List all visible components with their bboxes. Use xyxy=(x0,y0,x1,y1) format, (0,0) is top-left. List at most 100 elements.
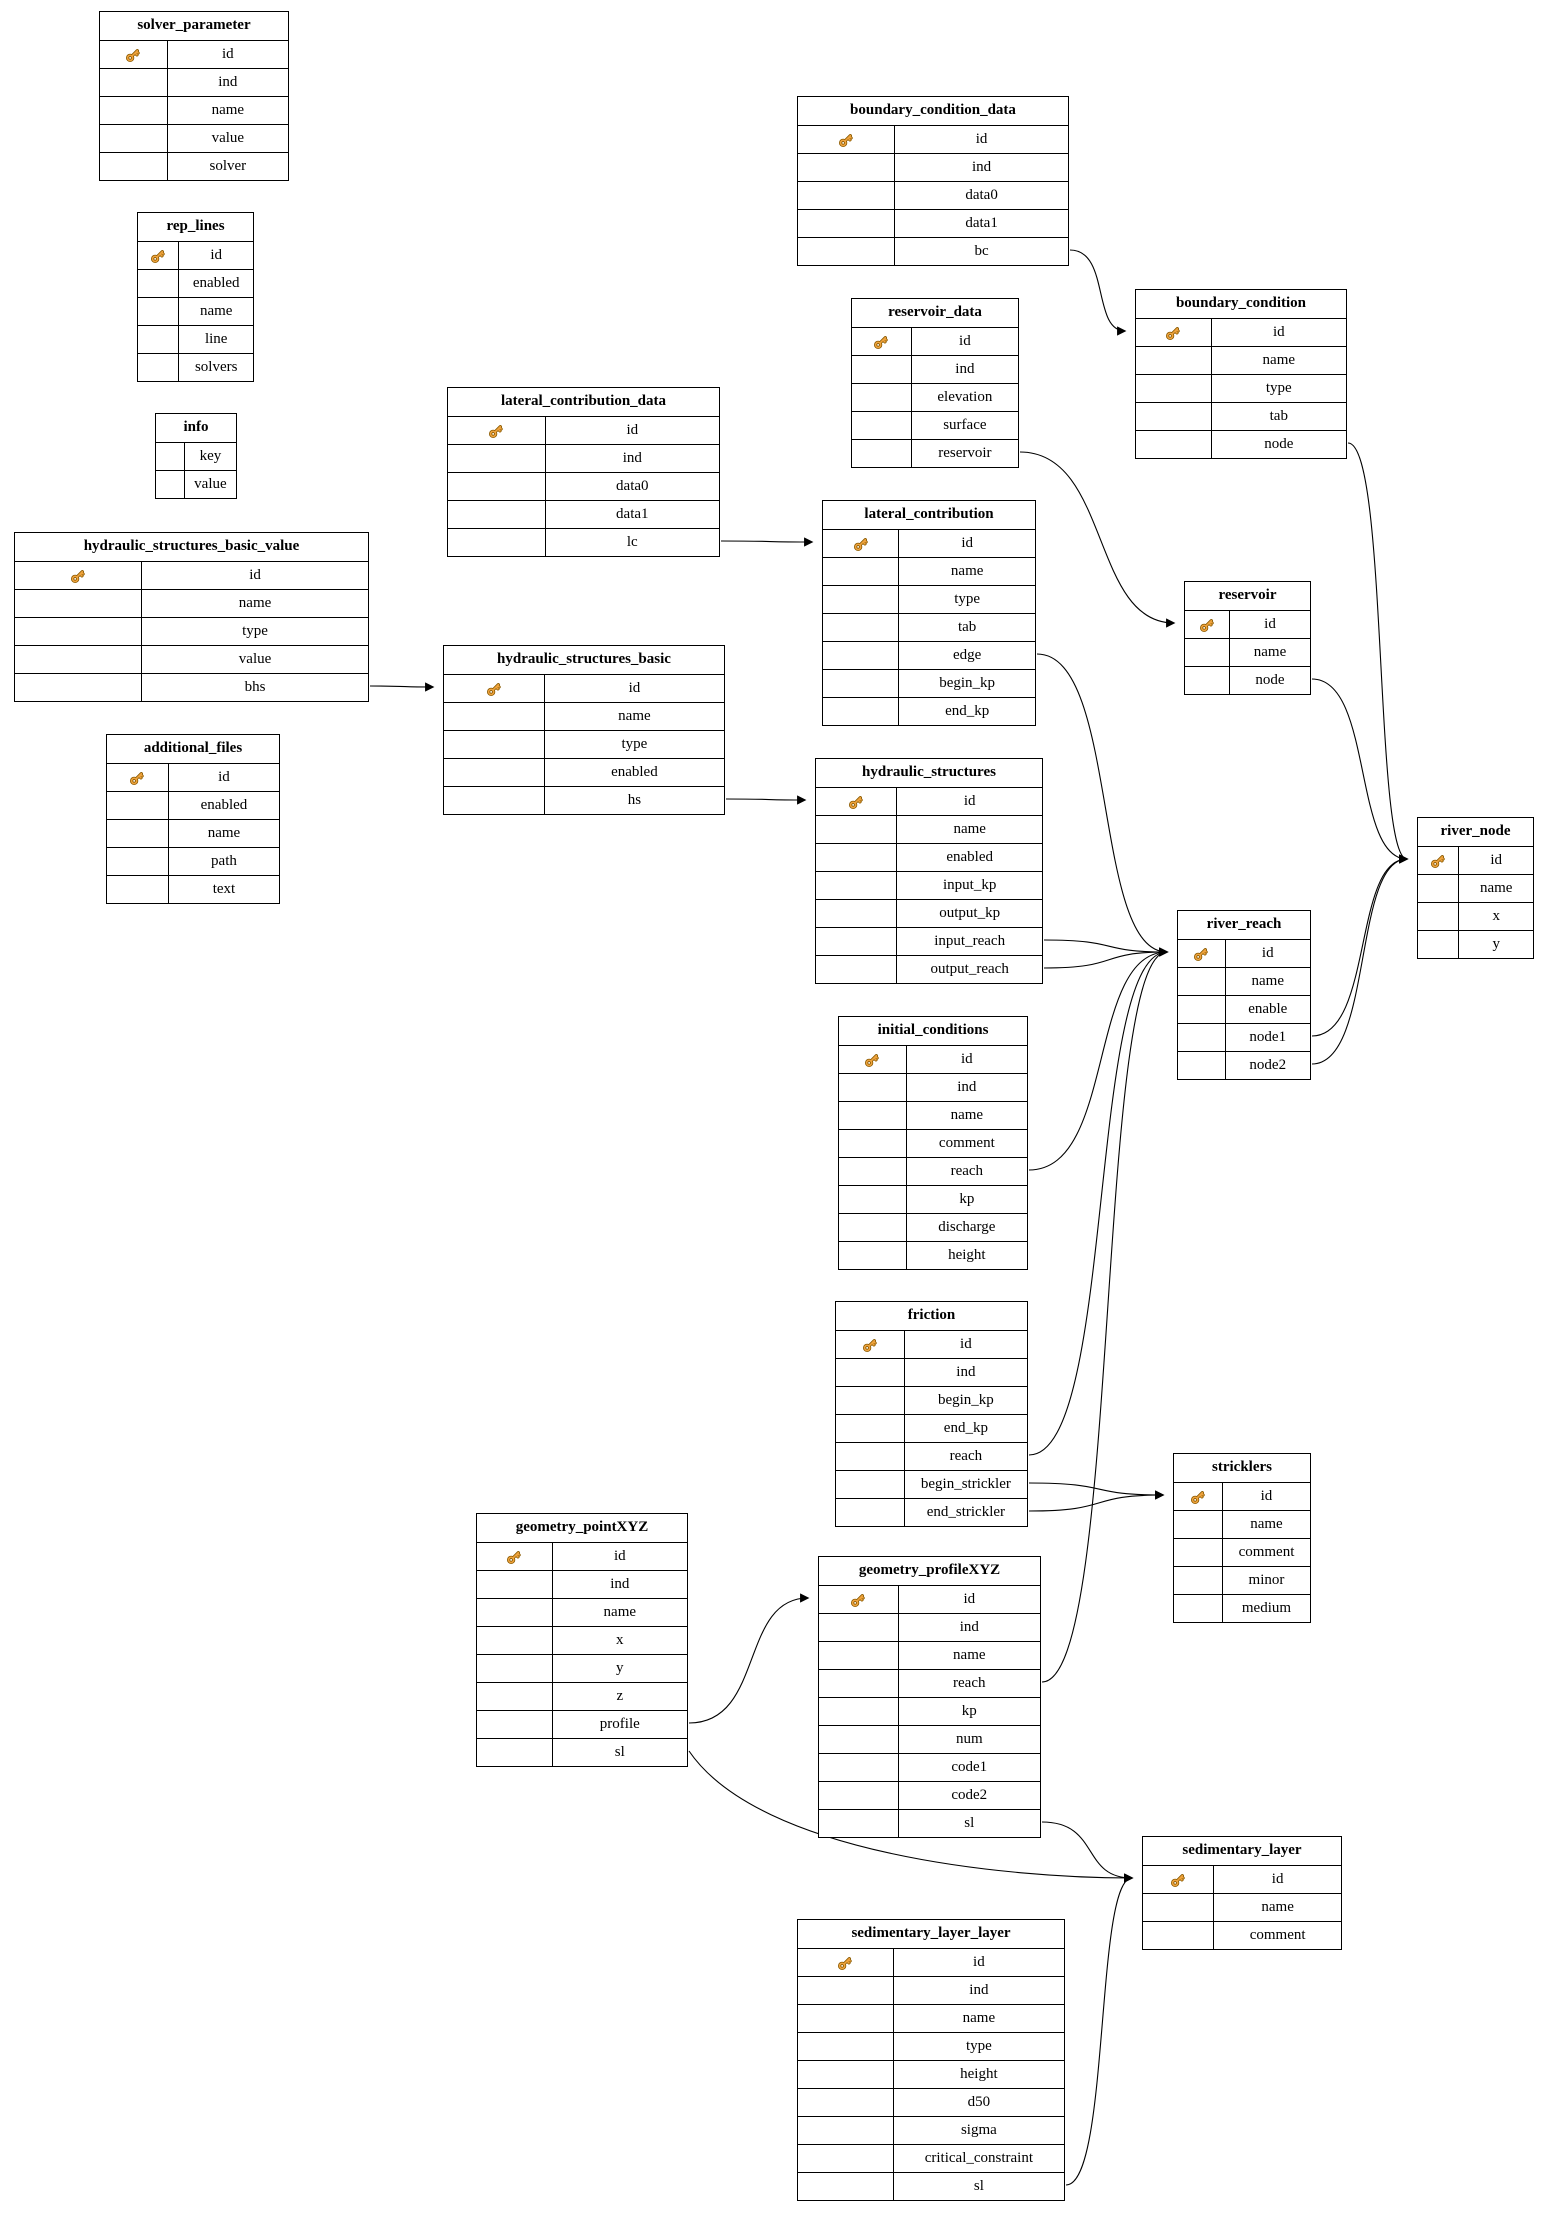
key-cell-empty xyxy=(836,1499,905,1526)
field-label: lc xyxy=(626,534,638,550)
field-row-river_node-name: name xyxy=(1418,874,1533,902)
field-row-reservoir-id: id xyxy=(1185,610,1310,638)
field-label: id xyxy=(961,1051,973,1067)
table-title-lateral_contribution: lateral_contribution xyxy=(864,506,994,522)
key-cell-empty xyxy=(819,1698,899,1725)
key-cell-empty xyxy=(1136,403,1212,430)
primary-key-icon xyxy=(839,1046,907,1073)
field-row-lateral_contribution_data-data1: data1 xyxy=(448,500,719,528)
field-label: ind xyxy=(959,1619,979,1635)
field-label: id xyxy=(626,422,639,438)
field-label: value xyxy=(238,651,272,667)
key-cell-empty xyxy=(798,2005,894,2032)
primary-key-icon xyxy=(1143,1866,1215,1893)
field-row-hydraulic_structures_basic-id: id xyxy=(444,674,724,702)
table-title-solver_parameter: solver_parameter xyxy=(137,17,251,33)
field-label: name xyxy=(950,1107,984,1123)
edge-geometry_profileXYZ-sl-to-sedimentary_layer xyxy=(1041,1821,1134,1883)
key-cell-empty xyxy=(798,154,896,181)
field-row-reservoir_data-elevation: elevation xyxy=(852,383,1018,411)
field-row-friction-end_kp: end_kp xyxy=(836,1414,1027,1442)
field-label: bhs xyxy=(244,679,266,695)
field-row-hydraulic_structures_basic_value-bhs: bhs xyxy=(15,673,368,701)
field-row-sedimentary_layer_layer-sigma: sigma xyxy=(798,2116,1064,2144)
table-title-sedimentary_layer: sedimentary_layer xyxy=(1182,1842,1302,1858)
field-label: path xyxy=(211,853,237,869)
field-row-initial_conditions-height: height xyxy=(839,1241,1027,1269)
field-label: y xyxy=(1492,936,1500,952)
field-row-reservoir_data-surface: surface xyxy=(852,411,1018,439)
field-row-hydraulic_structures-id: id xyxy=(816,787,1042,815)
primary-key-icon xyxy=(1174,1483,1223,1510)
field-label: bc xyxy=(974,243,989,259)
field-label: tab xyxy=(1269,408,1288,424)
field-label: begin_strickler xyxy=(920,1476,1011,1492)
key-cell-empty xyxy=(138,270,180,297)
field-label: name xyxy=(962,2010,996,2026)
key-cell-empty xyxy=(1418,875,1460,902)
field-label: code1 xyxy=(951,1759,988,1775)
field-row-lateral_contribution-name: name xyxy=(823,557,1035,585)
field-row-geometry_profileXYZ-sl: sl xyxy=(819,1809,1040,1837)
key-cell-empty xyxy=(138,326,180,353)
field-label: sl xyxy=(614,1744,625,1760)
field-label: solvers xyxy=(194,359,238,375)
primary-key-icon xyxy=(100,41,168,68)
field-row-geometry_profileXYZ-code2: code2 xyxy=(819,1781,1040,1809)
field-label: type xyxy=(965,2038,992,2054)
field-label: id xyxy=(222,46,234,62)
field-label: id xyxy=(961,535,973,551)
key-cell-empty xyxy=(839,1242,907,1269)
field-row-solver_parameter-solver: solver xyxy=(100,152,288,180)
key-cell-empty xyxy=(448,501,546,528)
field-row-sedimentary_layer_layer-sl: sl xyxy=(798,2172,1064,2200)
field-label: code2 xyxy=(951,1787,988,1803)
field-label: x xyxy=(1492,908,1500,924)
field-row-initial_conditions-ind: ind xyxy=(839,1073,1027,1101)
field-row-rep_lines-line: line xyxy=(138,325,253,353)
table-title-reservoir_data: reservoir_data xyxy=(888,304,982,320)
key-cell-empty xyxy=(819,1754,899,1781)
field-label: id xyxy=(210,247,223,263)
field-label: node xyxy=(1255,672,1285,688)
primary-key-icon xyxy=(852,328,912,355)
primary-key-icon xyxy=(1418,847,1460,874)
field-row-boundary_condition_data-bc: bc xyxy=(798,237,1068,265)
field-row-sedimentary_layer-name: name xyxy=(1143,1893,1341,1921)
key-cell-empty xyxy=(156,471,185,498)
key-cell-empty xyxy=(477,1599,553,1626)
field-row-hydraulic_structures-input_reach: input_reach xyxy=(816,927,1042,955)
field-row-initial_conditions-comment: comment xyxy=(839,1129,1027,1157)
field-label: line xyxy=(204,331,228,347)
key-cell-empty xyxy=(444,703,545,730)
field-row-sedimentary_layer_layer-d50: d50 xyxy=(798,2088,1064,2116)
field-label: node1 xyxy=(1249,1029,1287,1045)
field-row-initial_conditions-name: name xyxy=(839,1101,1027,1129)
field-label: hs xyxy=(627,792,642,808)
field-row-river_reach-id: id xyxy=(1178,939,1310,967)
key-cell-empty xyxy=(823,558,900,585)
field-label: output_kp xyxy=(939,905,1001,921)
field-label: name xyxy=(238,595,272,611)
field-row-stricklers-medium: medium xyxy=(1174,1594,1310,1622)
key-cell-empty xyxy=(816,816,898,843)
edge-hydraulic_structures-output_reach-to-river_reach xyxy=(1043,947,1169,969)
field-row-boundary_condition-type: type xyxy=(1136,374,1346,402)
key-cell-empty xyxy=(836,1415,905,1442)
field-row-rep_lines-solvers: solvers xyxy=(138,353,253,381)
field-label: id xyxy=(1271,1871,1284,1887)
key-cell-empty xyxy=(823,614,900,641)
field-row-hydraulic_structures_basic-name: name xyxy=(444,702,724,730)
key-cell-empty xyxy=(836,1359,905,1386)
field-row-geometry_pointXYZ-sl: sl xyxy=(477,1738,687,1766)
primary-key-icon xyxy=(836,1331,905,1358)
field-row-initial_conditions-reach: reach xyxy=(839,1157,1027,1185)
field-row-lateral_contribution_data-lc: lc xyxy=(448,528,719,556)
field-row-hydraulic_structures-input_kp: input_kp xyxy=(816,871,1042,899)
field-label: name xyxy=(618,708,651,724)
edge-boundary_condition_data-bc-to-boundary_condition xyxy=(1069,249,1127,336)
